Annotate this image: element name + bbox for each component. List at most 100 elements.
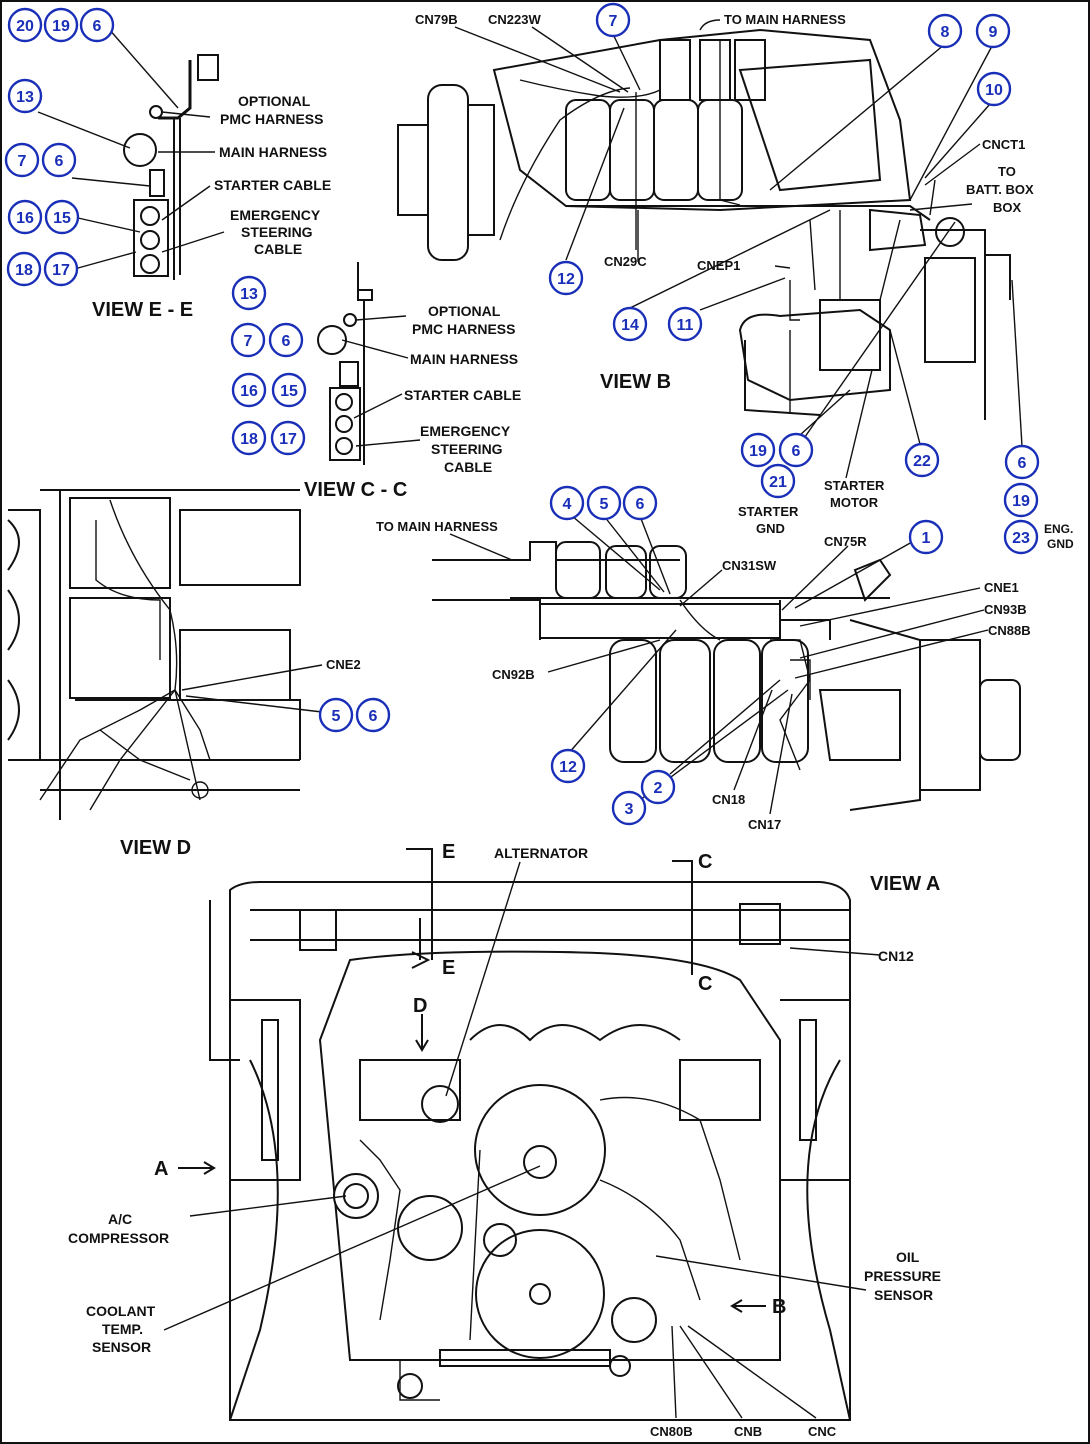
label-optional-cc: OPTIONAL bbox=[428, 303, 501, 319]
svg-text:3: 3 bbox=[625, 801, 634, 818]
label-cn12: CN12 bbox=[878, 948, 914, 964]
view-c-c-title: VIEW C - C bbox=[304, 479, 407, 501]
svg-text:15: 15 bbox=[280, 383, 298, 400]
svg-text:13: 13 bbox=[240, 286, 258, 303]
view-d: CNE2 VIEW D bbox=[7, 489, 361, 859]
label-cn80b: CN80B bbox=[650, 1424, 693, 1439]
label-cn223w: CN223W bbox=[488, 12, 541, 27]
label-optional-ee: OPTIONAL bbox=[238, 93, 311, 109]
label-cn88b: CN88B bbox=[988, 623, 1031, 638]
label-cn79b: CN79B bbox=[415, 12, 458, 27]
callout-b-19: 19 bbox=[740, 432, 776, 468]
callout-ee-16: 16 bbox=[7, 199, 43, 235]
svg-text:15: 15 bbox=[53, 210, 71, 227]
svg-text:4: 4 bbox=[563, 496, 572, 513]
marker-c-bottom: C bbox=[698, 973, 712, 995]
view-b-title: VIEW B bbox=[600, 371, 671, 393]
callout-b-21: 21 bbox=[760, 463, 796, 499]
callout-cc-15: 15 bbox=[271, 372, 307, 408]
svg-text:5: 5 bbox=[332, 708, 341, 725]
svg-text:17: 17 bbox=[52, 262, 70, 279]
label-emergency-cc: EMERGENCY bbox=[420, 423, 511, 439]
svg-text:19: 19 bbox=[52, 18, 70, 35]
callout-b-19b: 19 bbox=[1003, 482, 1039, 518]
svg-text:6: 6 bbox=[282, 333, 291, 350]
label-coolant-3: SENSOR bbox=[92, 1339, 151, 1355]
svg-text:6: 6 bbox=[55, 153, 64, 170]
label-cn29c: CN29C bbox=[604, 254, 647, 269]
view-e-e: OPTIONAL PMC HARNESS MAIN HARNESS STARTE… bbox=[37, 27, 331, 321]
label-cable-ee: CABLE bbox=[254, 241, 302, 257]
label-pmc-harness-cc: PMC HARNESS bbox=[412, 321, 515, 337]
label-cnc: CNC bbox=[808, 1424, 837, 1439]
label-to-batt-2: BATT. BOX bbox=[966, 182, 1034, 197]
svg-text:21: 21 bbox=[769, 474, 787, 491]
label-coolant-2: TEMP. bbox=[102, 1321, 143, 1337]
label-main-harness-cc: MAIN HARNESS bbox=[410, 351, 518, 367]
callout-m-5: 5 bbox=[586, 485, 622, 521]
label-steering-cc: STEERING bbox=[431, 441, 503, 457]
view-c-c: OPTIONAL PMC HARNESS MAIN HARNESS STARTE… bbox=[304, 262, 521, 501]
callout-ee-15: 15 bbox=[44, 199, 80, 235]
svg-text:13: 13 bbox=[16, 89, 34, 106]
svg-text:6: 6 bbox=[369, 708, 378, 725]
label-ac-comp-1: A/C bbox=[108, 1211, 132, 1227]
callout-m-12: 12 bbox=[550, 748, 586, 784]
label-steering-ee: STEERING bbox=[241, 224, 313, 240]
label-cable-cc: CABLE bbox=[444, 459, 492, 475]
callout-ee-20: 20 bbox=[7, 7, 43, 43]
callout-ee-19: 19 bbox=[43, 7, 79, 43]
label-ac-comp-2: COMPRESSOR bbox=[68, 1230, 169, 1246]
callout-cc-18: 18 bbox=[231, 420, 267, 456]
marker-d: D bbox=[413, 995, 427, 1017]
label-starter-motor-2: MOTOR bbox=[830, 495, 879, 510]
label-starter-gnd-1: STARTER bbox=[738, 504, 799, 519]
callout-m-4: 4 bbox=[549, 485, 585, 521]
marker-e-top: E bbox=[442, 841, 455, 863]
svg-text:23: 23 bbox=[1012, 530, 1030, 547]
label-main-harness-ee: MAIN HARNESS bbox=[219, 144, 327, 160]
label-cn31sw: CN31SW bbox=[722, 558, 777, 573]
svg-text:8: 8 bbox=[941, 24, 950, 41]
svg-text:7: 7 bbox=[244, 333, 253, 350]
label-oil-3: SENSOR bbox=[874, 1287, 933, 1303]
label-cn92b: CN92B bbox=[492, 667, 535, 682]
callout-b-6a: 6 bbox=[778, 432, 814, 468]
callout-b-14: 14 bbox=[612, 306, 648, 342]
svg-text:2: 2 bbox=[654, 780, 663, 797]
marker-c-top: C bbox=[698, 851, 712, 873]
svg-text:19: 19 bbox=[1012, 493, 1030, 510]
callout-b-23: 23 bbox=[1003, 519, 1039, 555]
svg-text:7: 7 bbox=[18, 153, 27, 170]
callout-cc-13: 13 bbox=[231, 275, 267, 311]
svg-text:12: 12 bbox=[557, 271, 575, 288]
svg-text:1: 1 bbox=[922, 530, 931, 547]
callout-cc-16: 16 bbox=[231, 372, 267, 408]
label-pmc-harness-ee: PMC HARNESS bbox=[220, 111, 323, 127]
svg-text:18: 18 bbox=[15, 262, 33, 279]
label-emergency-ee: EMERGENCY bbox=[230, 207, 321, 223]
label-alternator: ALTERNATOR bbox=[494, 845, 588, 861]
svg-text:14: 14 bbox=[621, 317, 639, 334]
callout-b-12: 12 bbox=[548, 260, 584, 296]
callout-b-9: 9 bbox=[975, 13, 1011, 49]
callout-b-8: 8 bbox=[927, 13, 963, 49]
view-a: ALTERNATOR CN12 A/C COMPRESSOR COOLANT T… bbox=[68, 841, 941, 1439]
callout-cc-17: 17 bbox=[270, 420, 306, 456]
label-starter-gnd-2: GND bbox=[756, 521, 785, 536]
label-to-main-harness-2: TO MAIN HARNESS bbox=[376, 519, 498, 534]
view-a-title: VIEW A bbox=[870, 873, 940, 895]
label-to-batt-3: BOX bbox=[993, 200, 1022, 215]
callout-cc-7: 7 bbox=[230, 322, 266, 358]
label-cn17: CN17 bbox=[748, 817, 781, 832]
svg-text:16: 16 bbox=[16, 210, 34, 227]
svg-text:7: 7 bbox=[609, 13, 618, 30]
callout-ee-13: 13 bbox=[7, 78, 43, 114]
svg-text:16: 16 bbox=[240, 383, 258, 400]
svg-text:6: 6 bbox=[636, 496, 645, 513]
label-to-batt-1: TO bbox=[998, 164, 1016, 179]
label-to-main-harness-b: TO MAIN HARNESS bbox=[724, 12, 846, 27]
